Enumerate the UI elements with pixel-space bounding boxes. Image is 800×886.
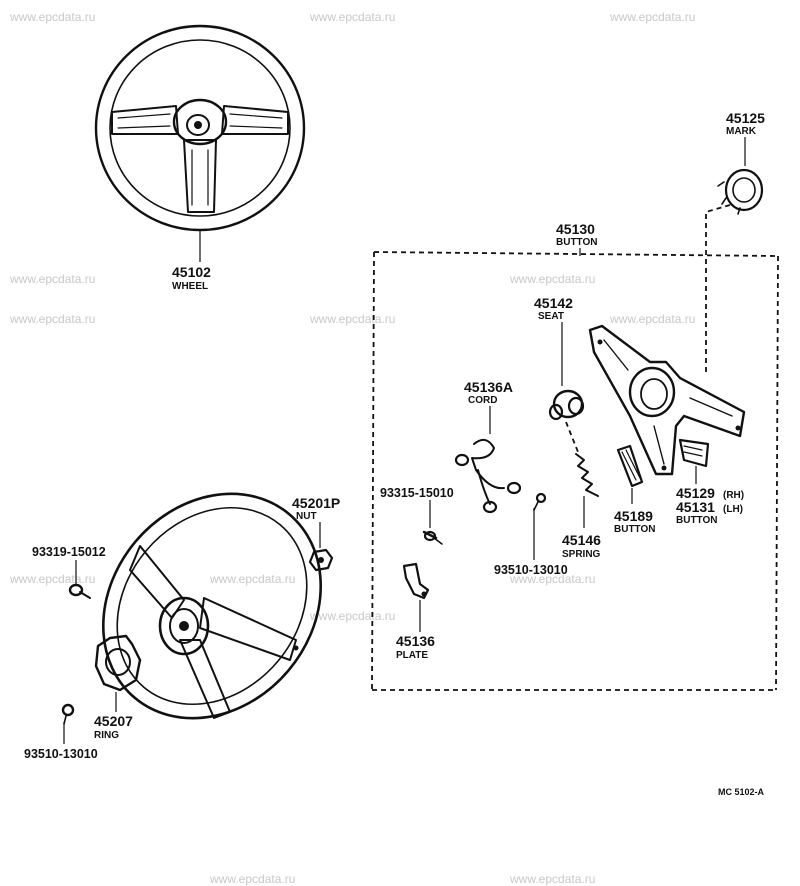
steering-wheel-top-drawing[interactable] bbox=[94, 24, 306, 232]
part-number-45129: 45129 bbox=[676, 485, 715, 501]
part-number-45130: 45130 bbox=[556, 221, 595, 237]
screw-93319-drawing[interactable] bbox=[68, 583, 91, 599]
part-name-spring: SPRING bbox=[562, 549, 601, 560]
watermark-5: www.epcdata.ru bbox=[510, 272, 596, 286]
button-45189-drawing[interactable] bbox=[616, 444, 644, 488]
part-name-plate: PLATE bbox=[396, 650, 428, 661]
part-suffix-rh: (RH) bbox=[723, 490, 744, 501]
part-name-button-45131: BUTTON bbox=[676, 515, 717, 526]
part-number-45131: 45131 bbox=[676, 499, 715, 515]
part-number-93315-15010: 93315-15010 bbox=[380, 486, 454, 500]
horn-pad-drawing[interactable] bbox=[588, 324, 746, 476]
watermark-4: www.epcdata.ru bbox=[10, 272, 96, 286]
watermark-11: www.epcdata.ru bbox=[510, 572, 596, 586]
part-number-45207: 45207 bbox=[94, 713, 133, 729]
watermark-2: www.epcdata.ru bbox=[310, 10, 396, 24]
mark-emblem-drawing[interactable] bbox=[717, 168, 764, 215]
watermark-9: www.epcdata.ru bbox=[10, 572, 96, 586]
button-assembly-frame bbox=[371, 251, 779, 691]
part-number-45125: 45125 bbox=[726, 110, 765, 126]
part-name-button-assy: BUTTON bbox=[556, 237, 597, 248]
part-name-seat: SEAT bbox=[538, 311, 564, 322]
part-name-button-45189: BUTTON bbox=[614, 524, 655, 535]
part-number-45146: 45146 bbox=[562, 532, 601, 548]
screw-93510-mid-drawing[interactable] bbox=[533, 492, 547, 511]
part-number-45136: 45136 bbox=[396, 633, 435, 649]
nut-drawing[interactable] bbox=[308, 548, 334, 572]
plate-drawing[interactable] bbox=[402, 562, 430, 600]
part-number-93510-13010-middle: 93510-13010 bbox=[494, 563, 568, 577]
seat-drawing[interactable] bbox=[548, 389, 585, 421]
spring-drawing[interactable] bbox=[575, 453, 599, 497]
part-number-45102: 45102 bbox=[172, 264, 211, 280]
part-name-ring: RING bbox=[94, 730, 119, 741]
part-number-45142: 45142 bbox=[534, 295, 573, 311]
part-suffix-lh: (LH) bbox=[723, 504, 743, 515]
watermark-10: www.epcdata.ru bbox=[210, 572, 296, 586]
diagram-code: MC 5102-A bbox=[718, 787, 765, 797]
watermark-1: www.epcdata.ru bbox=[10, 10, 96, 24]
screw-93315-drawing[interactable] bbox=[422, 530, 443, 545]
part-number-45201P: 45201P bbox=[292, 495, 340, 511]
part-name-mark: MARK bbox=[726, 126, 757, 137]
watermark-12: www.epcdata.ru bbox=[310, 609, 396, 623]
part-name-nut: NUT bbox=[296, 511, 317, 522]
part-number-93510-13010-lower: 93510-13010 bbox=[24, 747, 98, 761]
screw-93510-low-drawing[interactable] bbox=[61, 703, 75, 725]
watermark-8: www.epcdata.ru bbox=[610, 312, 696, 326]
watermark-3: www.epcdata.ru bbox=[610, 10, 696, 24]
steering-wheel-bottom-drawing[interactable] bbox=[58, 450, 365, 762]
button-45129-drawing[interactable] bbox=[678, 438, 710, 468]
part-number-45189: 45189 bbox=[614, 508, 653, 524]
cord-drawing[interactable] bbox=[454, 438, 522, 514]
part-number-45136A: 45136A bbox=[464, 379, 513, 395]
part-name-cord: CORD bbox=[468, 395, 497, 406]
part-name-wheel: WHEEL bbox=[172, 281, 208, 292]
ring-drawing[interactable] bbox=[94, 634, 142, 692]
part-number-93319-15012: 93319-15012 bbox=[32, 545, 106, 559]
watermark-6: www.epcdata.ru bbox=[10, 312, 96, 326]
